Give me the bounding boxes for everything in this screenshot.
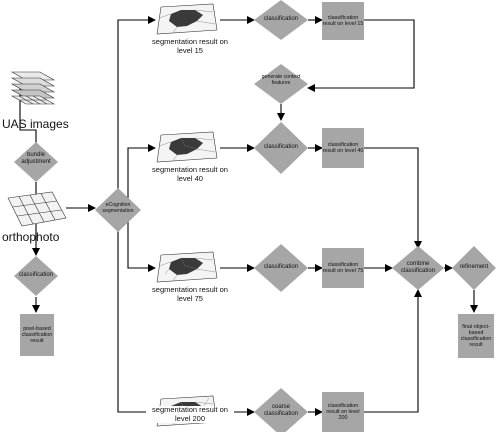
combine-classification-label: combine classification (400, 261, 435, 274)
l75-result-label: classification result on level 75 (322, 261, 364, 274)
combine-diamond (392, 246, 444, 290)
l15-classification-label: classification (263, 16, 298, 22)
l15-result-box (322, 2, 364, 40)
edge-ecog-to-l200 (117, 228, 156, 416)
l40-result-box (322, 128, 364, 168)
l40-classification-diamond (254, 122, 308, 174)
uas-images-label: UAS images (2, 117, 69, 131)
edge-ecog-to-l15 (117, 16, 156, 190)
bundle-adjustment-label: bundle adjustment (21, 152, 51, 165)
edge-l15-result-to-context (307, 19, 415, 92)
l75-classification-label: classification (263, 264, 298, 270)
l40-classification-label: classification (263, 144, 298, 150)
l75-result-box (322, 248, 364, 288)
classification-diamond (14, 256, 58, 296)
l15-map-icon (156, 3, 218, 35)
l200-classification-label: coarse classification (263, 404, 298, 417)
ecognition-diamond (95, 188, 141, 232)
refinement-label: refinement (459, 264, 489, 270)
final-result-label: final object-based classification result (460, 323, 492, 349)
result-boxes (20, 2, 494, 432)
l15-classification-diamond (254, 0, 308, 40)
l200-result-box (322, 392, 364, 432)
ecognition-label: eCognition segmentation (102, 202, 134, 214)
l75-map-icon (156, 251, 218, 283)
refinement-diamond (452, 246, 496, 290)
connectors (19, 16, 478, 416)
orthophoto-label: orthophoto (2, 230, 60, 244)
l15-segmentation-label: segmentation result on level 15 (152, 37, 228, 55)
edge-ecog-to-l75 (127, 220, 156, 272)
edge-l200-result-to-combine (364, 289, 422, 413)
pixel-result-label: pixel-based classification result (21, 325, 53, 345)
pixel-classification-label: classification (18, 272, 53, 278)
l15-result-label: classification result on level 15 (322, 14, 364, 27)
l200-segmentation-label: segmentation result on level 200 (146, 405, 234, 424)
diamond-nodes (14, 0, 496, 432)
l40-result-label: classification result on level 40 (322, 141, 364, 154)
edge-ecog-to-l40 (127, 144, 156, 200)
pixel-result-box (20, 314, 54, 356)
l75-segmentation-label: segmentation result on level 75 (152, 285, 228, 303)
final-result-box (458, 314, 494, 358)
edge-l40-result-to-combine (364, 147, 422, 249)
l200-result-label: classification result on level 200 (326, 402, 360, 422)
orthophoto-grid-icon (7, 191, 67, 227)
bundle-adjustment-diamond (14, 142, 58, 182)
segmentation-maps (156, 3, 218, 427)
l75-classification-diamond (254, 244, 308, 292)
l200-classification-diamond (254, 388, 308, 432)
l40-map-icon (156, 131, 218, 163)
context-features-label: generate context features (261, 74, 301, 86)
l40-segmentation-label: segmentation result on level 40 (152, 165, 228, 183)
context-diamond (254, 64, 308, 104)
uas-images-icon (10, 71, 56, 105)
edge-uas-to-bundle (19, 88, 37, 143)
